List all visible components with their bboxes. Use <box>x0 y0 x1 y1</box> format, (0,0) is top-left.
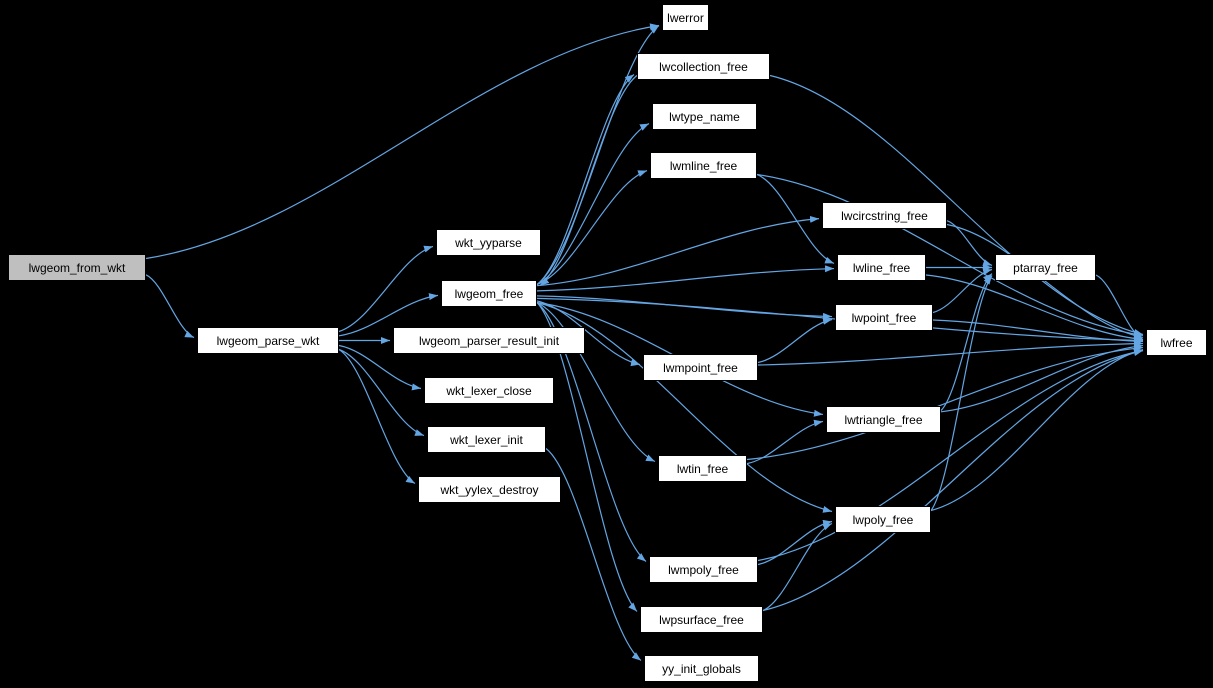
node-ptarray-free[interactable]: ptarray_free <box>995 254 1096 281</box>
edge-lwgeom-from-wkt-to-lwerror <box>145 23 660 260</box>
node-label: lwerror <box>667 10 704 25</box>
node-lwtin-free[interactable]: lwtin_free <box>658 455 747 482</box>
edge-lwcircstring-free-to-ptarray-free <box>946 220 993 266</box>
node-label: wkt_yyparse <box>455 235 522 250</box>
edge-wkt-lexer-init-to-yy-init-globals <box>545 448 642 661</box>
node-lwline-free[interactable]: lwline_free <box>837 254 926 281</box>
edge-lwgeom-free-to-lwmpoly-free <box>536 302 647 562</box>
node-lwpoly-free[interactable]: lwpoly_free <box>835 506 931 533</box>
edge-lwgeom-parse-wkt-to-wkt-yyparse <box>338 245 434 333</box>
edge-lwmline-free-to-lwfree <box>756 173 1144 338</box>
node-label: lwmpoint_free <box>663 360 738 375</box>
node-lwmpoly-free[interactable]: lwmpoly_free <box>649 556 758 583</box>
edge-lwtin-free-to-lwfree <box>746 344 1144 461</box>
edge-lwtin-free-to-lwtriangle-free <box>746 419 824 465</box>
node-label: lwpoint_free <box>851 310 917 325</box>
edge-lwmpoint-free-to-lwpoint-free <box>757 317 833 364</box>
edge-lwcollection-free-to-lwfree <box>769 74 1144 336</box>
edge-lwmpoint-free-to-lwfree <box>757 340 1144 366</box>
node-label: lwtype_name <box>669 109 740 124</box>
edge-lwcollection-free-to-lwgeom-free <box>539 75 638 286</box>
edge-lwgeom-free-to-lwcollection-free <box>536 74 635 285</box>
node-lwcollection-free[interactable]: lwcollection_free <box>637 53 770 80</box>
edge-lwgeom-free-to-lwmline-free <box>536 170 648 286</box>
node-label: lwgeom_parse_wkt <box>216 333 320 348</box>
node-yy-init-globals[interactable]: yy_init_globals <box>644 655 759 682</box>
edge-lwgeom-free-to-lwline-free <box>536 265 835 292</box>
edge-lwgeom-free-to-lwpoly-free <box>536 301 833 513</box>
edge-lwgeom-free-to-lwtin-free <box>536 301 656 463</box>
node-label: lwgeom_from_wkt <box>28 260 126 275</box>
edge-lwpoint-free-to-ptarray-free <box>932 268 993 314</box>
node-lwpoint-free[interactable]: lwpoint_free <box>835 304 933 331</box>
edge-lwgeom-parse-wkt-to-lwgeom-free <box>338 293 439 337</box>
node-label: lwmline_free <box>669 158 738 173</box>
edge-lwgeom-free-to-lwcircstring-free <box>536 215 820 287</box>
node-lwtriangle-free[interactable]: lwtriangle_free <box>826 406 941 433</box>
node-lwerror[interactable]: lwerror <box>662 4 709 31</box>
node-label: lwtin_free <box>676 461 729 476</box>
node-label: lwpsurface_free <box>659 612 744 627</box>
node-lwfree[interactable]: lwfree <box>1146 329 1207 356</box>
node-lwgeom-from-wkt: lwgeom_from_wkt <box>8 254 146 281</box>
edge-lwmline-free-to-lwline-free <box>756 173 835 264</box>
node-label: wkt_yylex_destroy <box>440 482 539 497</box>
node-label: lwline_free <box>852 260 911 275</box>
node-label: lwcircstring_free <box>841 208 928 223</box>
node-label: wkt_lexer_close <box>446 383 532 398</box>
node-lwtype-name[interactable]: lwtype_name <box>652 103 757 130</box>
node-label: lwgeom_free <box>454 286 524 301</box>
edge-lwmpoly-free-to-lwfree <box>757 348 1144 562</box>
edge-lwgeom-parse-wkt-to-wkt-lexer-close <box>338 344 422 391</box>
node-wkt-yyparse[interactable]: wkt_yyparse <box>436 229 541 256</box>
edge-lwpoint-free-to-lwfree <box>932 319 1144 345</box>
node-lwmpoint-free[interactable]: lwmpoint_free <box>643 354 758 381</box>
edge-lwgeom-parse-wkt-to-wkt-lexer-init <box>338 348 425 437</box>
edge-lwgeom-from-wkt-to-lwgeom-parse-wkt <box>145 274 195 339</box>
node-label: lwgeom_parser_result_init <box>418 333 560 348</box>
node-lwmline-free[interactable]: lwmline_free <box>650 152 757 179</box>
edge-lwpoly-free-to-ptarray-free <box>930 275 993 511</box>
node-label: lwfree <box>1160 335 1193 350</box>
node-label: lwmpoly_free <box>668 562 739 577</box>
node-label: lwpoly_free <box>852 512 914 527</box>
edge-lwgeom-free-to-lwerror <box>536 25 660 285</box>
node-lwcircstring-free[interactable]: lwcircstring_free <box>822 202 947 229</box>
node-wkt-lexer-init[interactable]: wkt_lexer_init <box>427 426 546 453</box>
node-lwgeom-free[interactable]: lwgeom_free <box>441 280 537 307</box>
edge-lwgeom-free-to-lwpsurface-free <box>536 302 638 612</box>
edge-lwgeom-parse-wkt-to-wkt-yylex-destroy <box>338 348 416 485</box>
node-label: wkt_lexer_init <box>450 432 523 447</box>
edge-lwtriangle-free-to-ptarray-free <box>940 273 993 411</box>
node-label: yy_init_globals <box>662 661 741 676</box>
node-label: lwtriangle_free <box>844 412 923 427</box>
edge-lwtriangle-free-to-lwfree <box>940 343 1144 413</box>
edge-lwpsurface-free-to-lwpoly-free <box>762 522 833 612</box>
edge-lwpsurface-free-to-lwfree <box>762 349 1144 612</box>
node-label: ptarray_free <box>1013 260 1078 275</box>
node-lwgeom-parser-result-init[interactable]: lwgeom_parser_result_init <box>393 327 585 354</box>
node-wkt-yylex-destroy[interactable]: wkt_yylex_destroy <box>418 476 561 503</box>
node-lwgeom-parse-wkt[interactable]: lwgeom_parse_wkt <box>197 327 339 354</box>
edge-lwline-free-to-lwfree <box>925 274 1144 343</box>
edge-ptarray-free-to-lwfree <box>1095 274 1144 341</box>
node-label: lwcollection_free <box>659 59 748 74</box>
node-wkt-lexer-close[interactable]: wkt_lexer_close <box>424 377 554 404</box>
node-lwpsurface-free[interactable]: lwpsurface_free <box>640 606 763 633</box>
edge-lwpoly-free-to-lwfree <box>930 348 1144 512</box>
